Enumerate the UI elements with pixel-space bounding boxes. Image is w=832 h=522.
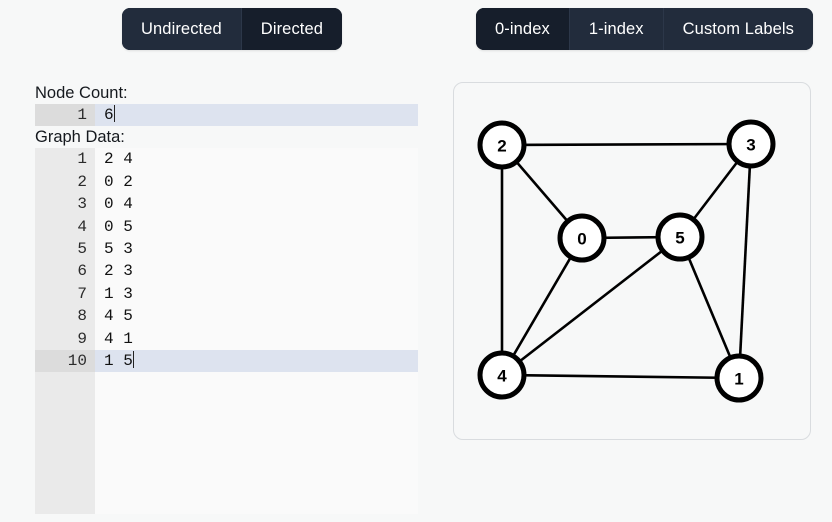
graph-data-line[interactable]: 2 0 2	[35, 170, 418, 194]
graph-data-line-number: 1	[35, 148, 95, 171]
graph-edge	[501, 142, 752, 147]
node-count-line-text[interactable]: 6	[95, 104, 418, 127]
graph-node-circle[interactable]	[557, 213, 607, 263]
node-count-label: Node Count:	[35, 84, 128, 102]
graph-data-line-text[interactable]: 2 3	[104, 262, 133, 281]
graph-data-line[interactable]: 9 4 1	[35, 327, 418, 350]
toggle-directed[interactable]: Directed	[240, 8, 343, 50]
graph-edge	[500, 237, 584, 376]
graph-node[interactable]: 3	[726, 119, 776, 169]
toggle-1-index[interactable]: 1-index	[568, 8, 663, 50]
graph-node[interactable]: 2	[477, 120, 527, 170]
graph-data-line[interactable]: 8 4 5	[35, 305, 418, 328]
graph-data-line-number: 9	[35, 327, 95, 350]
graph-data-label: Graph Data:	[35, 128, 125, 147]
graph-data-line-number: 6	[35, 260, 95, 283]
graph-node[interactable]: 1	[714, 353, 764, 403]
graph-data-line[interactable]: 3 0 4	[35, 193, 418, 216]
graph-node-circle[interactable]	[477, 350, 527, 400]
graph-data-line[interactable]: 6 2 3	[35, 260, 418, 283]
text-cursor	[132, 350, 134, 368]
graph-node[interactable]: 0	[557, 213, 607, 263]
graph-node-label: 4	[497, 367, 507, 386]
graph-data-line[interactable]: 1 2 4	[35, 148, 418, 171]
graph-data-line-number: 4	[35, 215, 95, 238]
graph-node-label: 3	[746, 136, 755, 155]
graph-data-line-number: 8	[35, 305, 95, 328]
graph-node[interactable]: 5	[655, 212, 705, 262]
graph-node-circle[interactable]	[655, 212, 705, 262]
graph-data-line-text[interactable]: 5 3	[104, 239, 133, 258]
graph-data-line-text[interactable]: 0 4	[104, 195, 133, 214]
graph-data-line-text[interactable]: 1 3	[104, 284, 133, 303]
graph-data-line-text[interactable]: 0 5	[104, 217, 133, 236]
graph-edge	[501, 373, 740, 380]
graph-nodes-layer: 2 3 0 5 4 1	[477, 119, 776, 403]
graph-data-line-number: 10	[35, 349, 95, 373]
graph-visualization-panel[interactable]: 2 3 0 5 4 1	[453, 82, 811, 440]
graph-data-line-number: 3	[35, 193, 95, 216]
graph-data-line[interactable]: 5 5 3	[35, 237, 418, 261]
graph-data-line-number: 2	[35, 170, 95, 194]
graph-data-line-text[interactable]: 1 5	[95, 349, 418, 373]
toggle-undirected[interactable]: Undirected	[122, 8, 241, 50]
graph-node-label: 5	[675, 229, 684, 248]
graph-data-gutter-filler	[35, 372, 95, 515]
graph-node-label: 0	[577, 230, 586, 249]
text-cursor	[113, 105, 115, 122]
graph-data-line-text[interactable]: 0 2	[104, 172, 133, 191]
graph-edge	[501, 235, 681, 377]
graph-data-line-text[interactable]: 2 4	[104, 150, 133, 169]
graph-data-line-text[interactable]: 4 1	[104, 329, 133, 348]
graph-data-empty-area[interactable]	[35, 372, 418, 515]
graph-data-line-number: 7	[35, 282, 95, 306]
graph-node-circle[interactable]	[726, 119, 776, 169]
graph-edge	[737, 143, 753, 379]
node-count-line-number: 1	[35, 104, 95, 127]
graph-node-label: 2	[497, 137, 506, 156]
toggle-custom-labels[interactable]: Custom Labels	[662, 8, 814, 50]
graph-node[interactable]: 4	[477, 350, 527, 400]
graph-data-line-number: 5	[35, 237, 95, 261]
toggle-0-index[interactable]: 0-index	[476, 8, 569, 50]
graph-data-line[interactable]: 4 0 5	[35, 215, 418, 238]
graph-data-line-text[interactable]: 4 5	[104, 307, 133, 326]
graph-node-circle[interactable]	[714, 353, 764, 403]
graph-node-label: 1	[734, 370, 743, 389]
graph-edge	[678, 236, 741, 379]
graph-canvas[interactable]: 2 3 0 5 4 1	[454, 83, 810, 439]
graph-edges-layer	[500, 142, 753, 380]
graph-data-line[interactable]: 7 1 3	[35, 282, 418, 306]
graph-node-circle[interactable]	[477, 120, 527, 170]
